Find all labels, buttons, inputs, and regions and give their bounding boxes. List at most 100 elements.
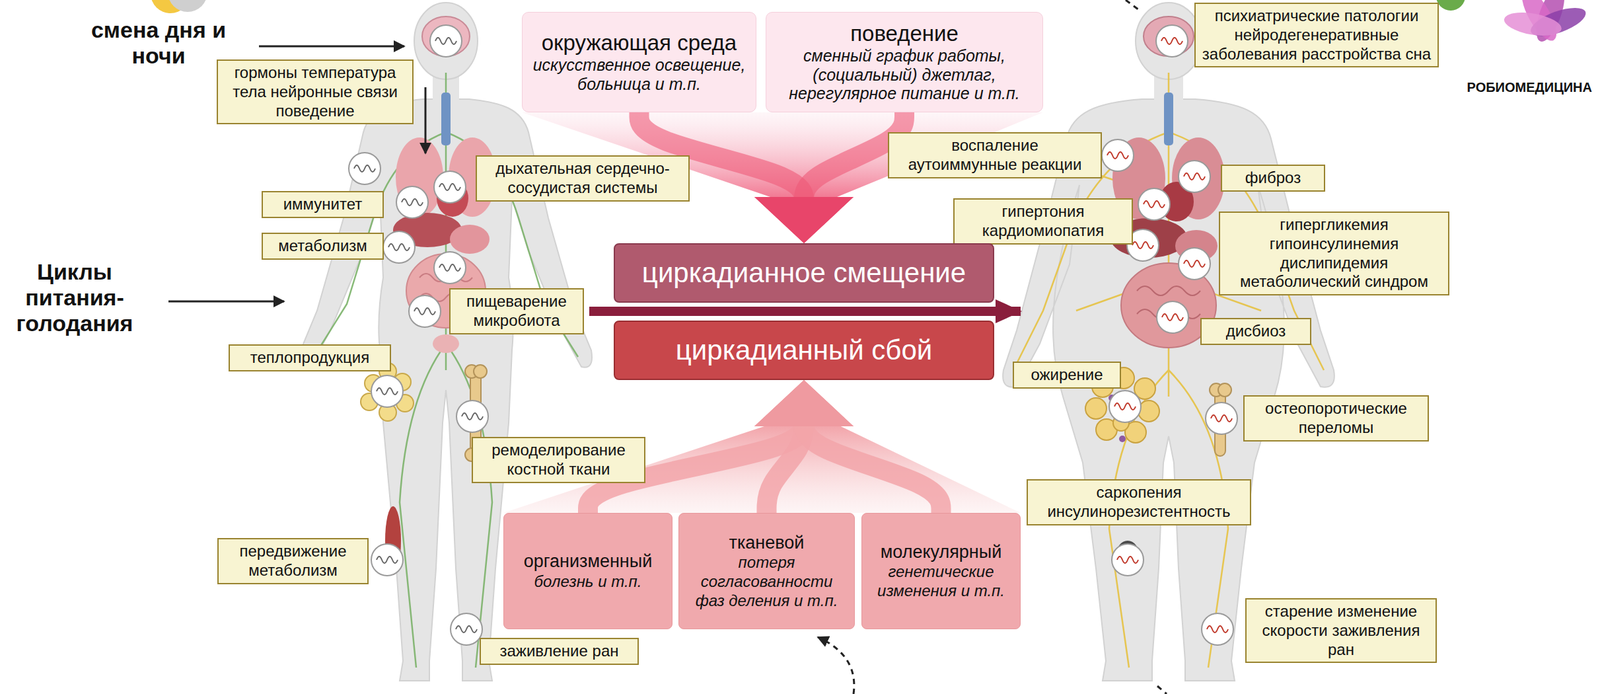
node-title: воспаление аутоиммунные реакции (895, 136, 1095, 175)
node-title: организменный (510, 550, 666, 572)
pathology-box: саркопения инсулинорезистентность (1026, 478, 1252, 526)
node-title: гормоны температура тела нейронные связи… (223, 63, 407, 121)
signal-arrow (424, 87, 427, 154)
clock-icon (383, 231, 415, 263)
moon-icon (167, 0, 208, 12)
clock-icon (1178, 247, 1211, 280)
clock-icon (1111, 543, 1144, 576)
bone-end (1218, 383, 1232, 397)
clock-icon (430, 25, 462, 57)
node-subtitle: искусственное освещение, больница и т.п. (530, 55, 748, 94)
dashed-arrow (817, 636, 855, 694)
node-subtitle: генетические изменения и т.п. (868, 562, 1014, 601)
node-title: саркопения инсулинорезистентность (1033, 482, 1244, 522)
feature-box: дыхательная сердечно-сосудистая системы (475, 155, 690, 202)
bladder (432, 334, 460, 353)
cause-box: молекулярныйгенетические изменения и т.п… (861, 512, 1021, 629)
dashed-line (1125, 0, 1142, 12)
feature-box: передвижение метаболизм (217, 537, 369, 584)
flow-arrow (803, 419, 942, 513)
clock-icon (371, 375, 403, 407)
clock-icon (1109, 390, 1141, 423)
brain (422, 16, 470, 57)
logo-petal (1502, 8, 1564, 40)
node-title: поведение (774, 21, 1035, 47)
node-title: психиатрические патологии нейродегенерат… (1201, 6, 1432, 64)
pathology-box: психиатрические патологии нейродегенерат… (1194, 2, 1439, 68)
pathology-box: фиброз (1220, 164, 1326, 192)
node-title: остеопоротические переломы (1250, 399, 1422, 438)
feature-box: пищеварение микробиота (449, 288, 584, 335)
pathology-box: ожирение (1012, 361, 1122, 389)
disrupted-body (1002, 2, 1335, 681)
input-label: смена дня и ночи (72, 17, 245, 69)
node-title: теплопродукция (235, 348, 384, 368)
input-arrow (258, 45, 405, 48)
node-title: гипертония кардиомиопатия (960, 202, 1126, 241)
clock-icon (396, 186, 429, 219)
immune-cell (1119, 435, 1126, 442)
input-arrow (168, 300, 285, 303)
clock-icon (450, 613, 483, 645)
cause-box: тканевойпотеря согласованности фаз делен… (678, 512, 855, 629)
node-title: метаболизм (268, 236, 377, 256)
clock-icon (434, 251, 466, 284)
node-subtitle: болезнь и т.п. (510, 572, 666, 592)
node-title: циркадианное смещение (624, 256, 984, 290)
node-subtitle: сменный график работы, (социальный) джет… (774, 46, 1035, 104)
pathology-box: остеопоротические переломы (1243, 395, 1429, 442)
fat-cell (1138, 400, 1160, 422)
clock-icon (1205, 402, 1238, 435)
feature-box: метаболизм (261, 232, 384, 260)
node-title: ожирение (1019, 365, 1114, 385)
logo-flower (1436, 0, 1590, 46)
feature-box: ремоделирование костной ткани (471, 436, 646, 483)
state-box: циркадианный сбой (613, 320, 995, 380)
nerve (445, 343, 493, 668)
bone-end (473, 364, 487, 378)
node-title: молекулярный (868, 541, 1014, 563)
node-title: гипергликемия гипоинсулинемия дислипидем… (1226, 215, 1443, 292)
node-title: фиброз (1228, 168, 1318, 188)
factor-box: окружающая средаискусственное освещение,… (521, 11, 757, 113)
clock-icon (1156, 25, 1188, 57)
stomach (449, 224, 490, 254)
head (414, 2, 478, 80)
node-title: дыхательная сердечно-сосудистая системы (482, 159, 683, 198)
clock-icon (1101, 139, 1134, 172)
clock-icon (1138, 188, 1170, 220)
node-title: тканевой (685, 531, 848, 553)
clock-icon (1156, 301, 1189, 333)
trachea (1163, 92, 1174, 146)
node-title: иммунитет (268, 194, 377, 215)
fat-cell (1085, 397, 1107, 419)
feature-box: заживление ран (479, 637, 639, 665)
logo-leaf (1436, 0, 1466, 11)
nerve (399, 343, 446, 668)
logo-text: РОБИОМЕДИЦИНА (1446, 79, 1593, 96)
clock-icon (408, 295, 441, 328)
clock-icon (456, 400, 489, 433)
node-title: ремоделирование костной ткани (478, 440, 639, 479)
pathology-box: гипергликемия гипоинсулинемия дислипидем… (1218, 211, 1450, 296)
factor-box: поведениесменный график работы, (социаль… (765, 11, 1044, 113)
node-title: дисбиоз (1207, 321, 1305, 341)
clock-icon (1178, 160, 1211, 193)
fat-tissue (360, 362, 414, 421)
dashed-line (1157, 685, 1167, 694)
node-subtitle: потеря согласованности фаз деления и т.п… (685, 552, 848, 610)
pathology-box: дисбиоз (1200, 317, 1312, 345)
node-title: циркадианный сбой (624, 333, 984, 367)
cause-box: организменныйболезнь и т.п. (503, 512, 673, 629)
node-title: пищеварение микробиота (456, 291, 577, 331)
transition-arrow (589, 306, 1021, 316)
node-title: заживление ран (486, 641, 632, 661)
feature-box: гормоны температура тела нейронные связи… (216, 59, 414, 125)
pathology-box: старение изменение скорости заживления р… (1245, 597, 1437, 663)
feature-box: иммунитет (261, 190, 384, 219)
clock-icon (348, 152, 381, 185)
node-title: окружающая среда (530, 30, 748, 56)
state-box: циркадианное смещение (613, 243, 995, 303)
